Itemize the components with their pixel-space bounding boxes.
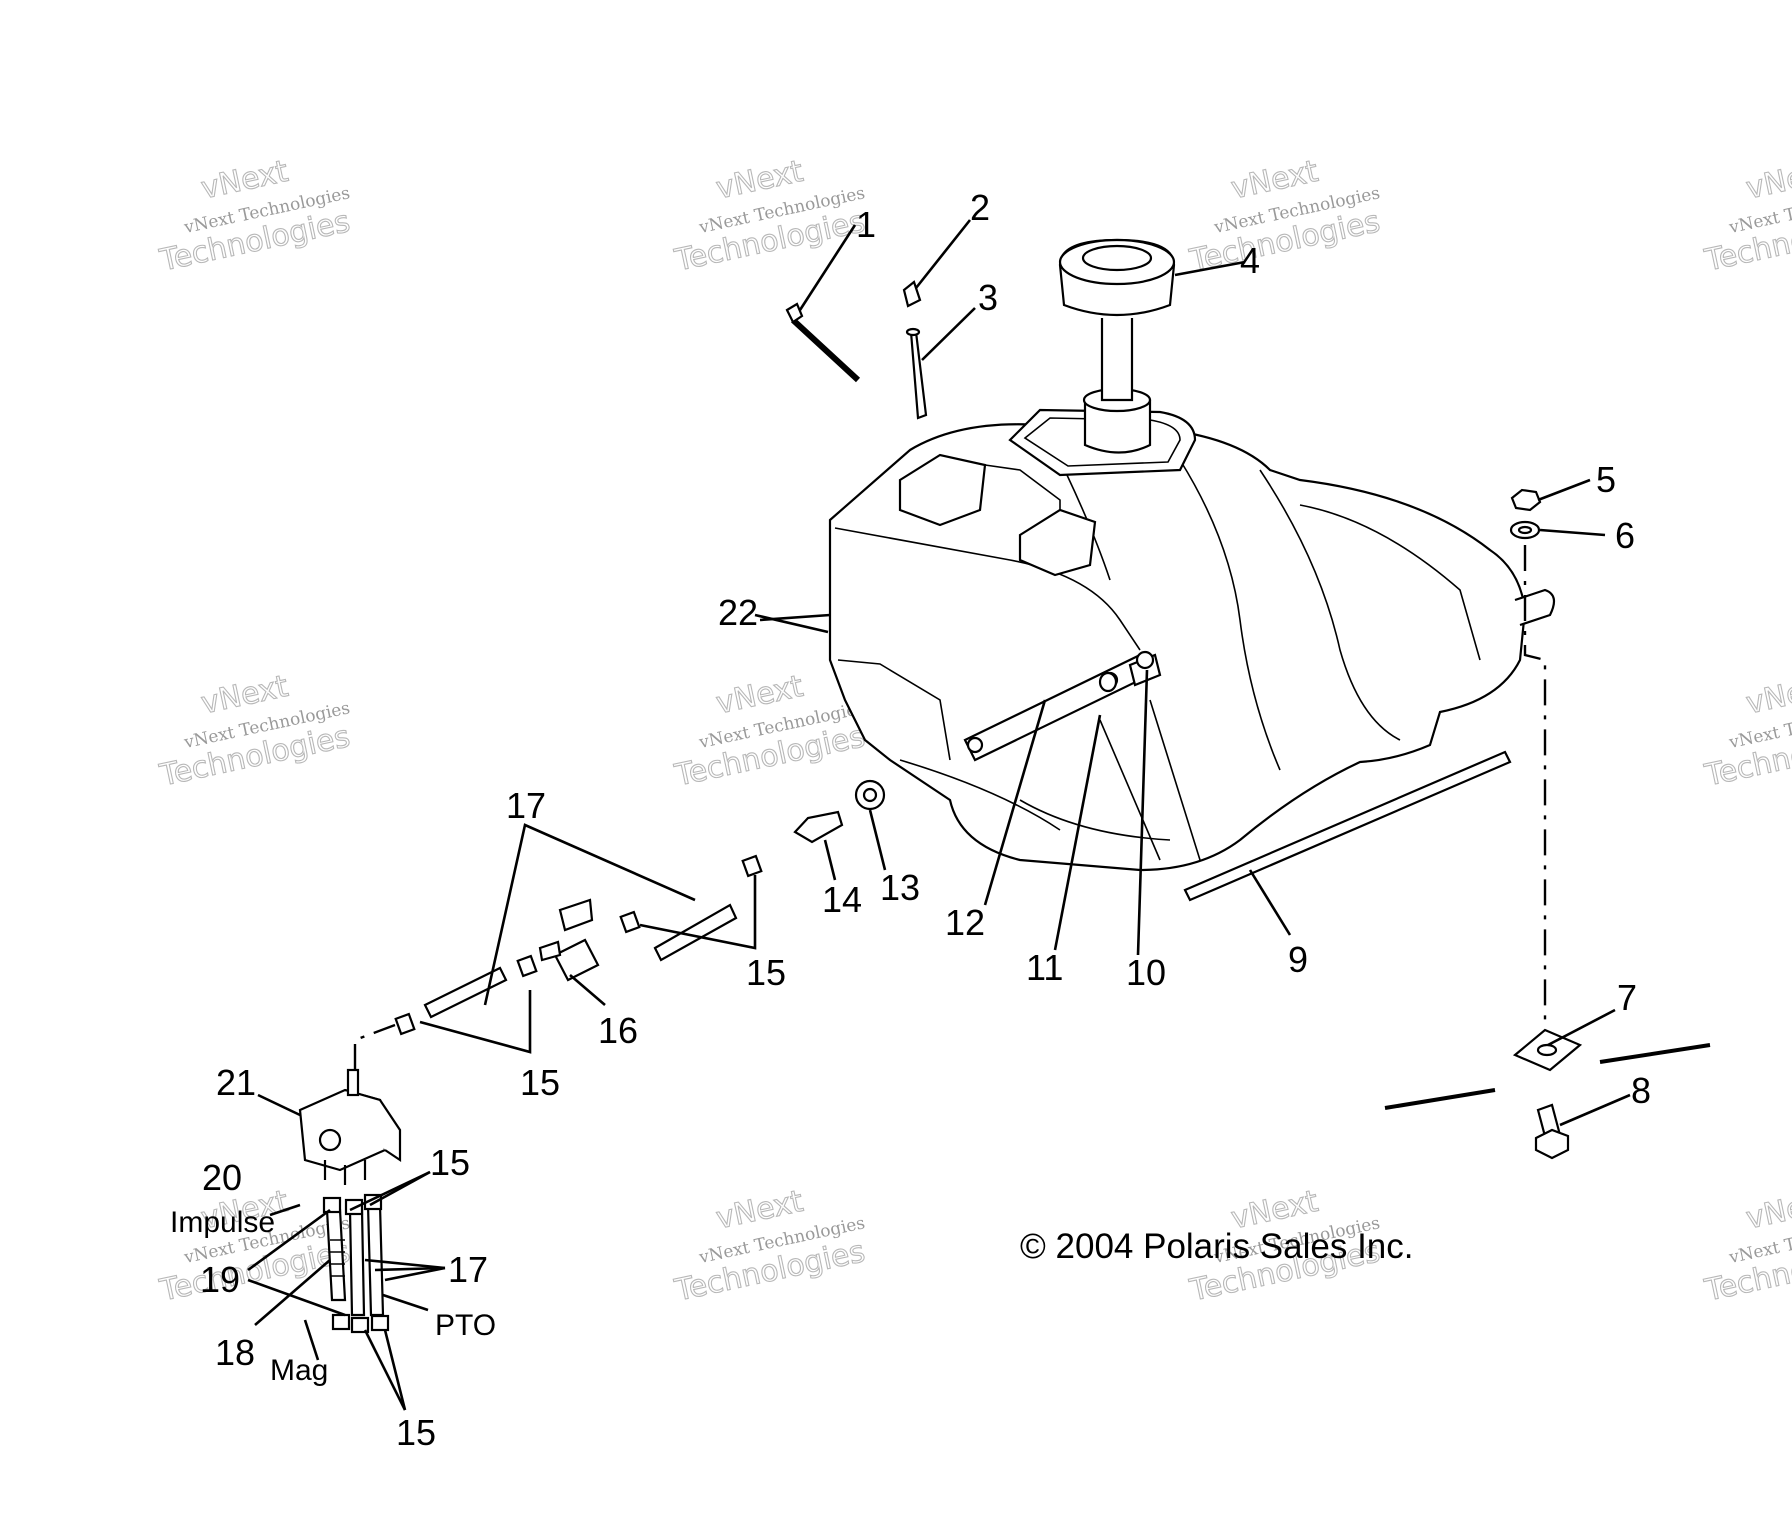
- watermark-bottom-left: vNext vNext Technologies Technologies: [156, 1183, 354, 1309]
- callout-22: 22: [718, 592, 758, 633]
- callout-15: 15: [396, 1412, 436, 1453]
- callout-15: 15: [746, 952, 786, 993]
- callout-6: 6: [1615, 515, 1635, 556]
- fuel-cap-part: [1058, 238, 1176, 402]
- watermark-bottom-center: vNext vNext Technologies Technologies: [671, 1183, 869, 1309]
- callout-2: 2: [970, 187, 990, 228]
- leader-lines: [247, 219, 1631, 1411]
- fuel-pump-part: [298, 1068, 402, 1185]
- mount-plate-part: [1384, 1028, 1711, 1110]
- callout-8: 8: [1631, 1070, 1651, 1111]
- callout-3: 3: [978, 277, 998, 318]
- callout-4: 4: [1240, 240, 1260, 281]
- vent-line-part: [785, 302, 861, 383]
- port-labels: Impulse PTO Mag: [170, 1206, 496, 1387]
- grommet-part: [854, 779, 886, 811]
- callout-10: 10: [1126, 952, 1166, 993]
- watermark-bottom-edge: vNext vNext Technologies Technologies: [1701, 1183, 1792, 1309]
- pto-label: PTO: [435, 1309, 496, 1342]
- watermark-text: vNext: [1743, 154, 1792, 207]
- watermark-top-center: vNext vNext Technologies Technologies: [671, 153, 869, 279]
- callout-19: 19: [200, 1259, 240, 1300]
- callout-12: 12: [945, 902, 985, 943]
- washer-part: [1509, 520, 1541, 540]
- foam-strip-part: [1183, 750, 1512, 902]
- callout-15: 15: [520, 1062, 560, 1103]
- tank-fitting-part: [793, 810, 844, 844]
- callout-9: 9: [1288, 939, 1308, 980]
- hose-clamps-part: [394, 854, 763, 1036]
- callout-11: 11: [1026, 947, 1063, 988]
- watermark-mid-edge: vNext vNext Technologies Technologies: [1701, 668, 1792, 794]
- callout-21: 21: [216, 1062, 256, 1103]
- callout-18: 18: [215, 1332, 255, 1373]
- hose-part: [905, 327, 928, 420]
- fuel-tank: [828, 387, 1556, 872]
- bolt-part: [1534, 1103, 1570, 1160]
- callout-17: 17: [506, 785, 546, 826]
- mag-label: Mag: [270, 1354, 328, 1387]
- watermark-top-left: vNext vNext Technologies Technologies: [156, 153, 354, 279]
- fuel-hose-lower-part: [423, 966, 508, 1019]
- pump-lines-part: [322, 1193, 390, 1334]
- callout-17: 17: [448, 1249, 488, 1290]
- watermark-text: vNext: [1743, 669, 1792, 722]
- callout-15: 15: [430, 1142, 470, 1183]
- callout-numbers: 1 2 3 4 5 6 7 8 9 10 11 12 13 14 15 15 1…: [200, 187, 1651, 1453]
- callout-20: 20: [202, 1157, 242, 1198]
- impulse-label: Impulse: [170, 1206, 275, 1239]
- callout-16: 16: [598, 1010, 638, 1051]
- watermark-mid-left: vNext vNext Technologies Technologies: [156, 668, 354, 794]
- callout-13: 13: [880, 867, 920, 908]
- callout-1: 1: [856, 204, 876, 245]
- fuel-hose-upper-part: [653, 903, 738, 962]
- callout-14: 14: [822, 879, 862, 920]
- nut-part: [1510, 488, 1542, 512]
- watermark-top-right: vNext vNext Technologies Technologies: [1186, 153, 1384, 279]
- callout-5: 5: [1596, 459, 1616, 500]
- watermark-top-edge: vNext vNext Technologies Technologies: [1701, 153, 1792, 279]
- callout-7: 7: [1617, 977, 1637, 1018]
- fuel-valve-part: [538, 898, 600, 982]
- copyright-text: © 2004 Polaris Sales Inc.: [1020, 1227, 1414, 1266]
- watermark-text: vNext: [1743, 1184, 1792, 1237]
